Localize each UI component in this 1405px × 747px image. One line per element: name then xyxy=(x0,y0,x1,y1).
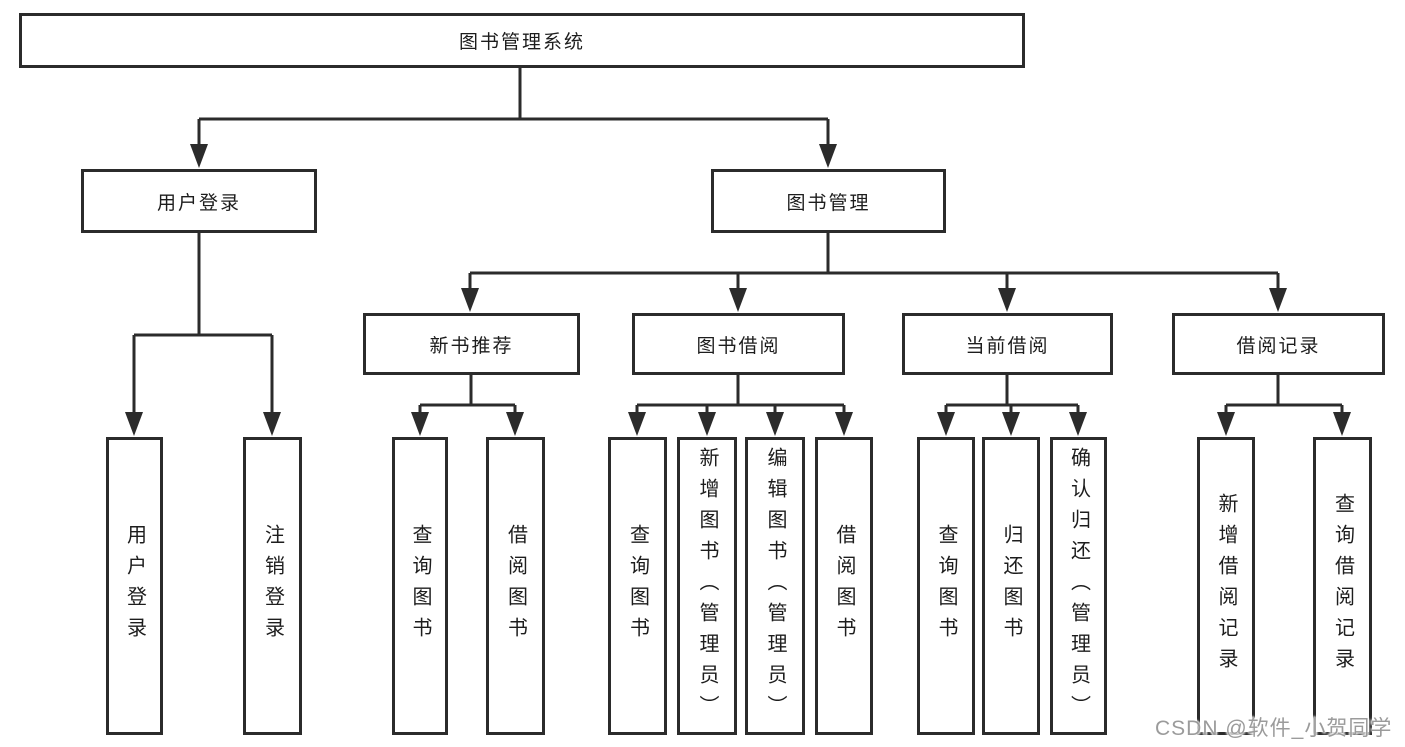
arrowhead-icons xyxy=(125,144,1351,436)
node-label: 新增图书（管理员） xyxy=(696,446,718,726)
node-borrowing-records: 借阅记录 xyxy=(1172,313,1385,375)
node-label: 查询图书 xyxy=(626,524,649,648)
leaf-recommend-borrow-books: 借阅图书 xyxy=(486,437,545,735)
node-label: 用户登录 xyxy=(156,192,241,214)
node-label: 借阅记录 xyxy=(1236,335,1321,357)
leaf-logout: 注销登录 xyxy=(243,437,302,735)
node-label: 图书管理系统 xyxy=(458,32,585,53)
connector-book-mgmt-branch xyxy=(468,233,1280,304)
node-label: 注销登录 xyxy=(261,524,284,648)
connector-user-login-branch xyxy=(132,233,274,428)
connector-book-borrow-branch xyxy=(635,375,846,428)
leaf-records-add-record: 新增借阅记录 xyxy=(1197,437,1255,735)
arrowhead-icon-level2 xyxy=(190,144,837,168)
leaf-borrowing-borrow-books: 借阅图书 xyxy=(815,437,873,735)
leaf-borrowing-edit-books-admin: 编辑图书（管理员） xyxy=(745,437,805,735)
leaf-current-confirm-return-admin: 确认归还（管理员） xyxy=(1050,437,1107,735)
node-user-login: 用户登录 xyxy=(81,169,317,233)
connector-root-to-level2 xyxy=(197,68,830,160)
node-label: 当前借阅 xyxy=(965,335,1050,357)
leaf-user-login: 用户登录 xyxy=(106,437,163,735)
watermark: CSDN @软件_小贺同学 xyxy=(1155,717,1393,740)
node-label: 新增借阅记录 xyxy=(1215,493,1237,679)
node-label: 查询图书 xyxy=(409,524,431,648)
leaf-recommend-query-books: 查询图书 xyxy=(392,437,448,735)
node-label: 查询图书 xyxy=(935,524,957,648)
arrowhead-icon-leaves xyxy=(125,412,1351,436)
node-label: 用户登录 xyxy=(123,524,146,648)
node-label: 借阅图书 xyxy=(504,524,527,648)
leaf-borrowing-query-books: 查询图书 xyxy=(608,437,667,735)
node-label: 图书管理 xyxy=(786,192,871,214)
node-book-borrowing: 图书借阅 xyxy=(632,313,845,375)
node-label: 图书借阅 xyxy=(696,335,781,357)
node-label: 借阅图书 xyxy=(833,524,855,648)
node-label: 查询借阅记录 xyxy=(1331,493,1354,679)
leaf-records-query-record: 查询借阅记录 xyxy=(1313,437,1372,735)
node-book-management: 图书管理 xyxy=(711,169,946,233)
connector-new-book-branch xyxy=(418,375,517,428)
node-current-borrowing: 当前借阅 xyxy=(902,313,1113,375)
node-label: 编辑图书（管理员） xyxy=(764,446,786,726)
arrowhead-icon-level3 xyxy=(461,288,1287,312)
node-new-book-recommend: 新书推荐 xyxy=(363,313,580,375)
node-root-system: 图书管理系统 xyxy=(19,13,1025,68)
node-label: 确认归还（管理员） xyxy=(1067,446,1090,726)
leaf-current-query-books: 查询图书 xyxy=(917,437,975,735)
node-label: 新书推荐 xyxy=(429,335,514,357)
node-label: 归还图书 xyxy=(1000,524,1022,648)
leaf-current-return-books: 归还图书 xyxy=(982,437,1040,735)
leaf-borrowing-add-books-admin: 新增图书（管理员） xyxy=(677,437,737,735)
connector-borrow-record-branch xyxy=(1224,375,1344,428)
